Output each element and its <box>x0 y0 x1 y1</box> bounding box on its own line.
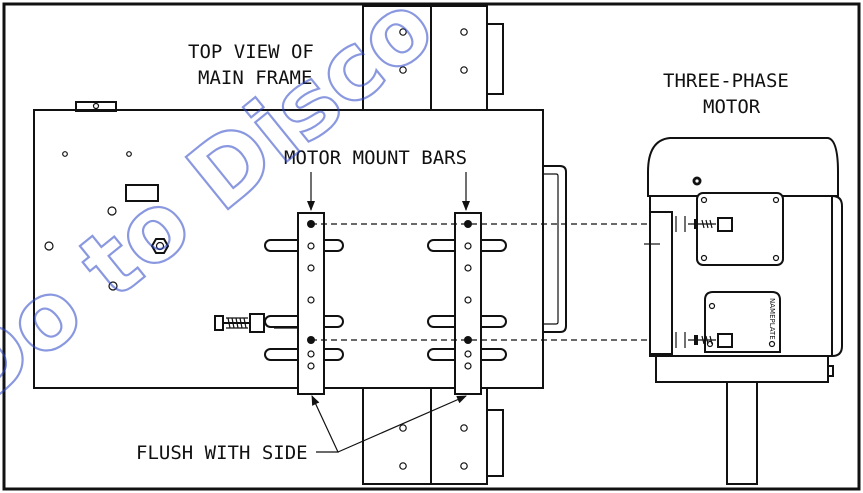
mount-bar-left <box>297 212 325 395</box>
frame-rails <box>362 5 504 485</box>
leader-arrows <box>307 172 470 453</box>
motor-bolts <box>675 216 733 348</box>
tension-bolt <box>214 313 300 333</box>
motor-title-line1: THREE-PHASE <box>663 70 789 92</box>
nameplate-label: NAMEPLATE <box>768 298 776 340</box>
alignment-lines <box>311 223 700 341</box>
mount-bars-label: MOTOR MOUNT BARS <box>284 147 467 169</box>
three-phase-motor: NAMEPLATE <box>644 137 843 485</box>
mount-bar-right <box>454 212 482 395</box>
frame-title-line2: MAIN FRAME <box>198 67 312 89</box>
frame-title-line1: TOP VIEW OF <box>188 41 314 63</box>
motor-title-line2: MOTOR <box>703 96 761 118</box>
flush-label: FLUSH WITH SIDE <box>136 442 308 464</box>
